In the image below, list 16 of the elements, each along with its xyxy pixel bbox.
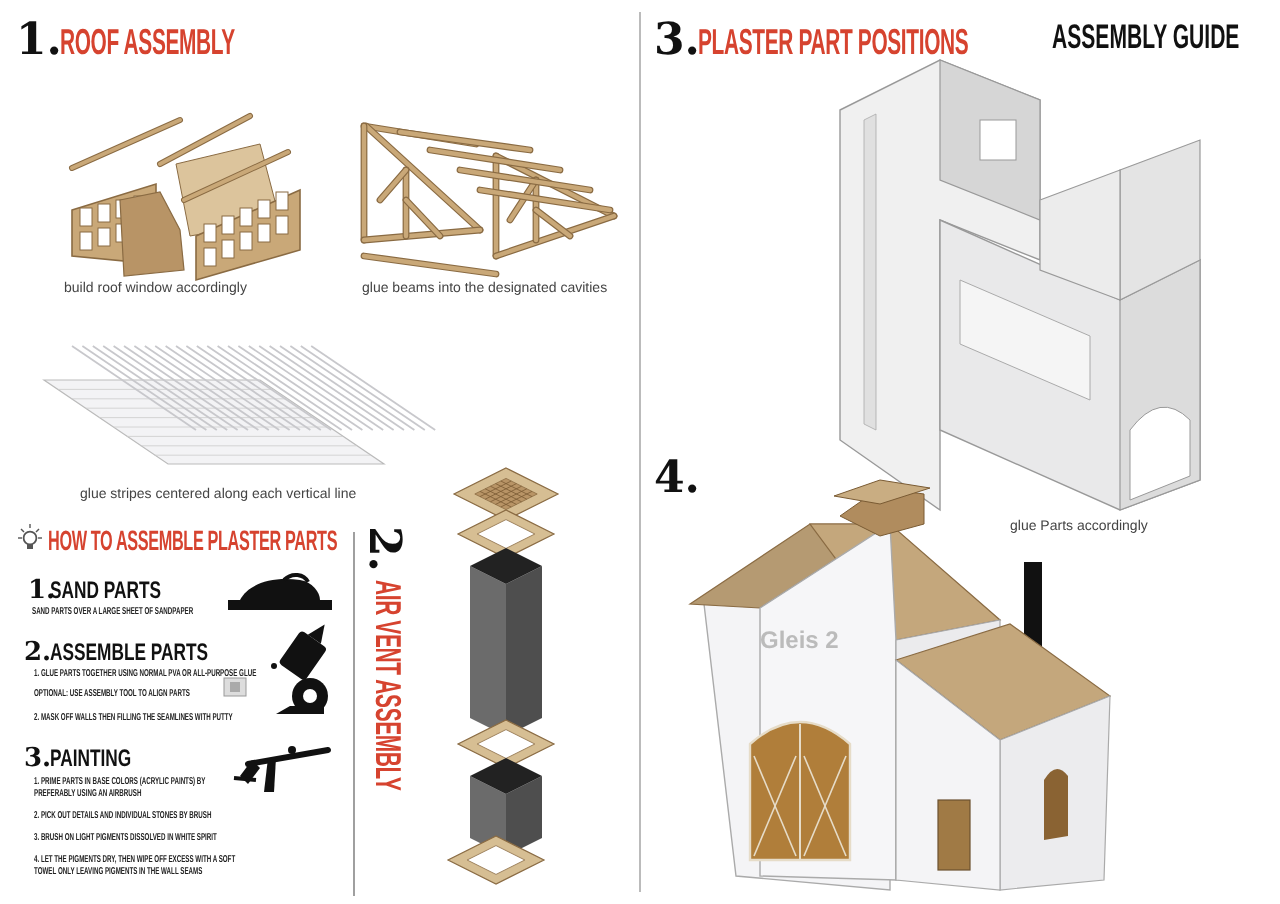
step-heading: ASSEMBLE PARTS (50, 640, 209, 664)
step-heading: PAINTING (50, 746, 132, 770)
section-number: 4. (654, 456, 700, 500)
step-number: 3. (24, 746, 52, 772)
section-number: 1. (16, 18, 62, 62)
step-heading: SAND PARTS (50, 578, 162, 602)
section-heading: AIR VENT ASSEMBLY (370, 580, 406, 791)
section-heading: PLASTER PART POSITIONS (698, 24, 969, 60)
step-number: 2. (24, 640, 52, 666)
section-number: 3. (654, 18, 700, 62)
section-heading: ROOF ASSEMBLY (60, 24, 235, 60)
section-number: 2. (362, 526, 406, 572)
guide-title: ASSEMBLY GUIDE (1052, 20, 1240, 54)
step-number: 1. (28, 578, 56, 604)
section-heading: HOW TO ASSEMBLE PLASTER PARTS (48, 526, 338, 554)
building-sign-text: Gleis 2 (760, 628, 839, 656)
